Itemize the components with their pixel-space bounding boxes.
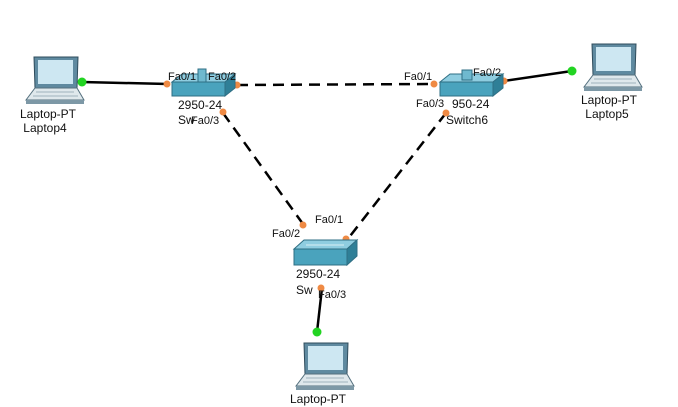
port-label-left-fa02: Fa0/2 bbox=[208, 71, 237, 83]
port-label-left-fa01: Fa0/1 bbox=[168, 71, 197, 83]
port-dot-s6-fa03 bbox=[442, 109, 450, 117]
switch-bottom-icon[interactable] bbox=[292, 238, 359, 267]
link-laptop4-switch-left[interactable] bbox=[81, 80, 169, 86]
switch6-name-label: Switch6 bbox=[446, 113, 489, 127]
switch6-model-label: 950-24 bbox=[452, 97, 490, 111]
laptop5-model-label: Laptop-PT bbox=[580, 93, 638, 107]
switch-bottom-model-label: 2950-24 bbox=[296, 267, 341, 281]
port-dot-bot-fa03 bbox=[317, 284, 325, 292]
port-dot-laptop-bottom bbox=[312, 327, 322, 337]
laptop-bottom-icon[interactable] bbox=[295, 342, 355, 390]
laptop4-name-label: Laptop4 bbox=[23, 121, 67, 135]
link-switch-bottom-laptop-bottom[interactable] bbox=[315, 287, 324, 333]
switch-left-icon[interactable] bbox=[170, 68, 237, 98]
port-label-bot-fa02: Fa0/2 bbox=[272, 228, 301, 240]
port-label-bot-fa03: Fa0/3 bbox=[318, 289, 347, 301]
port-label-s6-fa02: Fa0/2 bbox=[473, 67, 502, 79]
laptop5-name-label: Laptop5 bbox=[585, 107, 629, 121]
link-switch6-laptop5[interactable] bbox=[503, 69, 573, 83]
port-label-left-fa03: Fa0/3 bbox=[191, 115, 220, 127]
port-dot-left-fa03 bbox=[219, 108, 227, 116]
port-dot-laptop4 bbox=[77, 77, 87, 87]
switch-bottom-name-label: Sw bbox=[296, 283, 313, 297]
port-label-bot-fa01: Fa0/1 bbox=[315, 214, 344, 226]
port-label-s6-fa03: Fa0/3 bbox=[416, 98, 445, 110]
port-dot-laptop5 bbox=[567, 66, 577, 76]
switch6-icon[interactable] bbox=[438, 69, 505, 98]
laptop-bottom-model-label: Laptop-PT bbox=[289, 392, 347, 406]
laptop5-icon[interactable] bbox=[583, 43, 643, 91]
switch-left-model-label: 2950-24 bbox=[178, 98, 223, 112]
link-switch-left-switch-bottom[interactable] bbox=[221, 112, 305, 225]
laptop4-icon[interactable] bbox=[25, 56, 85, 104]
port-label-s6-fa01: Fa0/1 bbox=[404, 71, 433, 83]
port-dot-left-fa01 bbox=[163, 80, 171, 88]
link-switch-left-switch6[interactable] bbox=[236, 82, 434, 87]
link-switch6-switch-bottom[interactable] bbox=[346, 112, 447, 241]
switch-left-name-label: Sw bbox=[178, 113, 195, 127]
port-dot-bot-fa02 bbox=[299, 221, 307, 229]
port-dot-s6-fa01 bbox=[430, 80, 438, 88]
laptop4-model-label: Laptop-PT bbox=[19, 107, 77, 121]
